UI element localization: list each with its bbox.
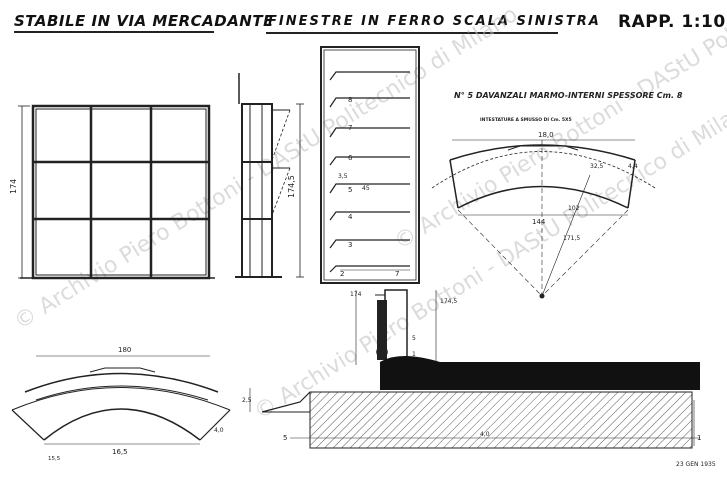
plan-width-top: 18,0: [538, 131, 554, 139]
step-label-1: 8: [348, 96, 352, 104]
step-label-3: 6: [348, 154, 353, 162]
wall-section-hatched: [309, 391, 693, 449]
sill-width-bottom-label: 16,5: [112, 448, 128, 456]
stair-detail: 8 7 6 3,5 5 45 4 3 2 7: [320, 46, 420, 284]
detail-1-label: 1: [412, 351, 416, 358]
plan-side-label: 32,5: [590, 163, 604, 170]
date-stamp: 23 GEN 1935: [676, 461, 716, 468]
step-label-4: 3,5: [338, 173, 348, 180]
window-height-label: 174: [9, 179, 18, 194]
sill-plan-bottom: 180 16,5 15,5 4,0: [11, 346, 231, 462]
step-label-5: 5: [348, 186, 352, 194]
sill-plan-curved: 18,0 144 102 171,5 32,5 4,4: [431, 131, 656, 299]
title-underline: [14, 31, 214, 33]
step-label-6: 4: [348, 213, 353, 221]
plan-radius-b-label: 171,5: [563, 235, 580, 242]
marble-sill-section: [380, 362, 700, 390]
plan-radius-label: 102: [568, 205, 580, 212]
window-elevation: 174: [9, 104, 215, 280]
section-height-label: 174,5: [287, 175, 296, 198]
building-title: STABILE IN VIA MERCADANTE: [14, 12, 274, 30]
stair-treads: [329, 71, 410, 273]
arc-center-point: [539, 293, 545, 299]
sill-bottom-inner-arc: [43, 408, 201, 441]
sill-small-label: 2,5: [242, 397, 252, 404]
step-base-label: 7: [395, 270, 399, 278]
sill-width-top-label: 180: [118, 346, 131, 354]
sill-profile-detail: 174 174,5 5 1 2,5 5 4,0 1: [242, 289, 701, 449]
scale-label: RAPP. 1:10: [618, 12, 726, 32]
detail-height-a-label: 174: [350, 291, 362, 298]
window-frame-inner: [35, 108, 207, 276]
step-label-2: 7: [348, 124, 352, 132]
sill-small-b-label: 15,5: [48, 456, 61, 462]
step-label-45: 45: [362, 185, 370, 192]
stair-panel-frame: [320, 46, 420, 284]
sill-inner-arc: [457, 185, 629, 209]
drawing-subject: FINESTRE IN FERRO SCALA SINISTRA: [268, 14, 601, 29]
sill-subnote: INTESTATURE A SMUSSO DI Cm. 5X5: [480, 117, 572, 123]
profile-end-label: 1: [697, 434, 701, 442]
profile-width-label: 5: [283, 434, 287, 442]
plan-inner-label: 144: [532, 218, 546, 226]
step-label-8: 2: [340, 270, 344, 278]
window-section: 174,5: [235, 73, 304, 278]
detail-5-label: 5: [412, 335, 416, 342]
step-label-7: 3: [348, 241, 352, 249]
profile-length-label: 4,0: [480, 431, 490, 438]
sill-side-label: 4,0: [214, 427, 224, 434]
sill-note: N° 5 DAVANZALI MARMO-INTERNI SPESSORE Cm…: [454, 91, 683, 100]
subject-underline: [266, 32, 558, 34]
detail-height-b-label: 174,5: [440, 298, 457, 305]
plan-side-b-label: 4,4: [628, 163, 638, 170]
